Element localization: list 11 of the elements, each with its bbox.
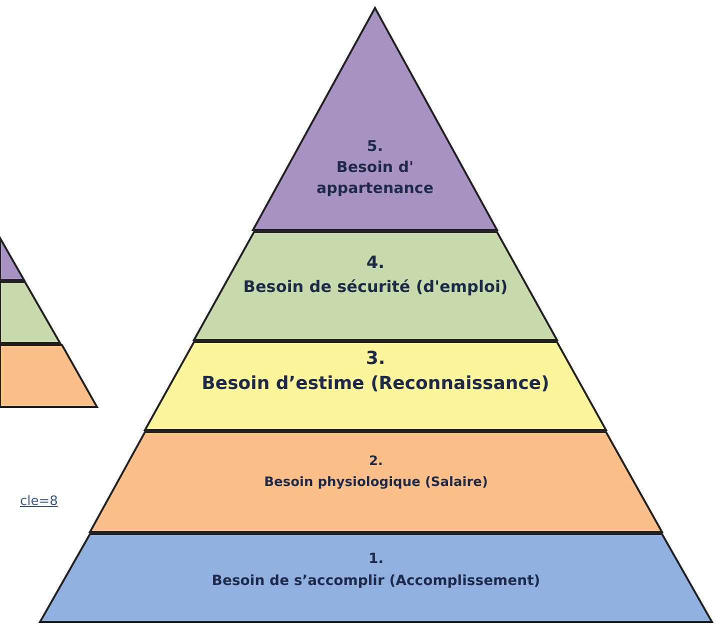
link-text: cle=8 [20, 494, 58, 509]
tier-number: 1. [368, 550, 384, 569]
tier-number: 2. [369, 453, 383, 471]
tier-number: 4. [366, 252, 385, 275]
tier-number: 3. [366, 347, 386, 371]
tier-label: Besoin physiologique (Salaire) [264, 474, 488, 492]
tier-label: Besoin de s’accomplir (Accomplissement) [212, 572, 540, 591]
tier-label: Besoin d' appartenance [315, 157, 434, 199]
tier-label: Besoin d’estime (Reconnaissance) [202, 372, 550, 396]
tier-label: Besoin de sécurité (d'emploi) [243, 276, 508, 298]
tier-number: 5. [366, 136, 384, 157]
